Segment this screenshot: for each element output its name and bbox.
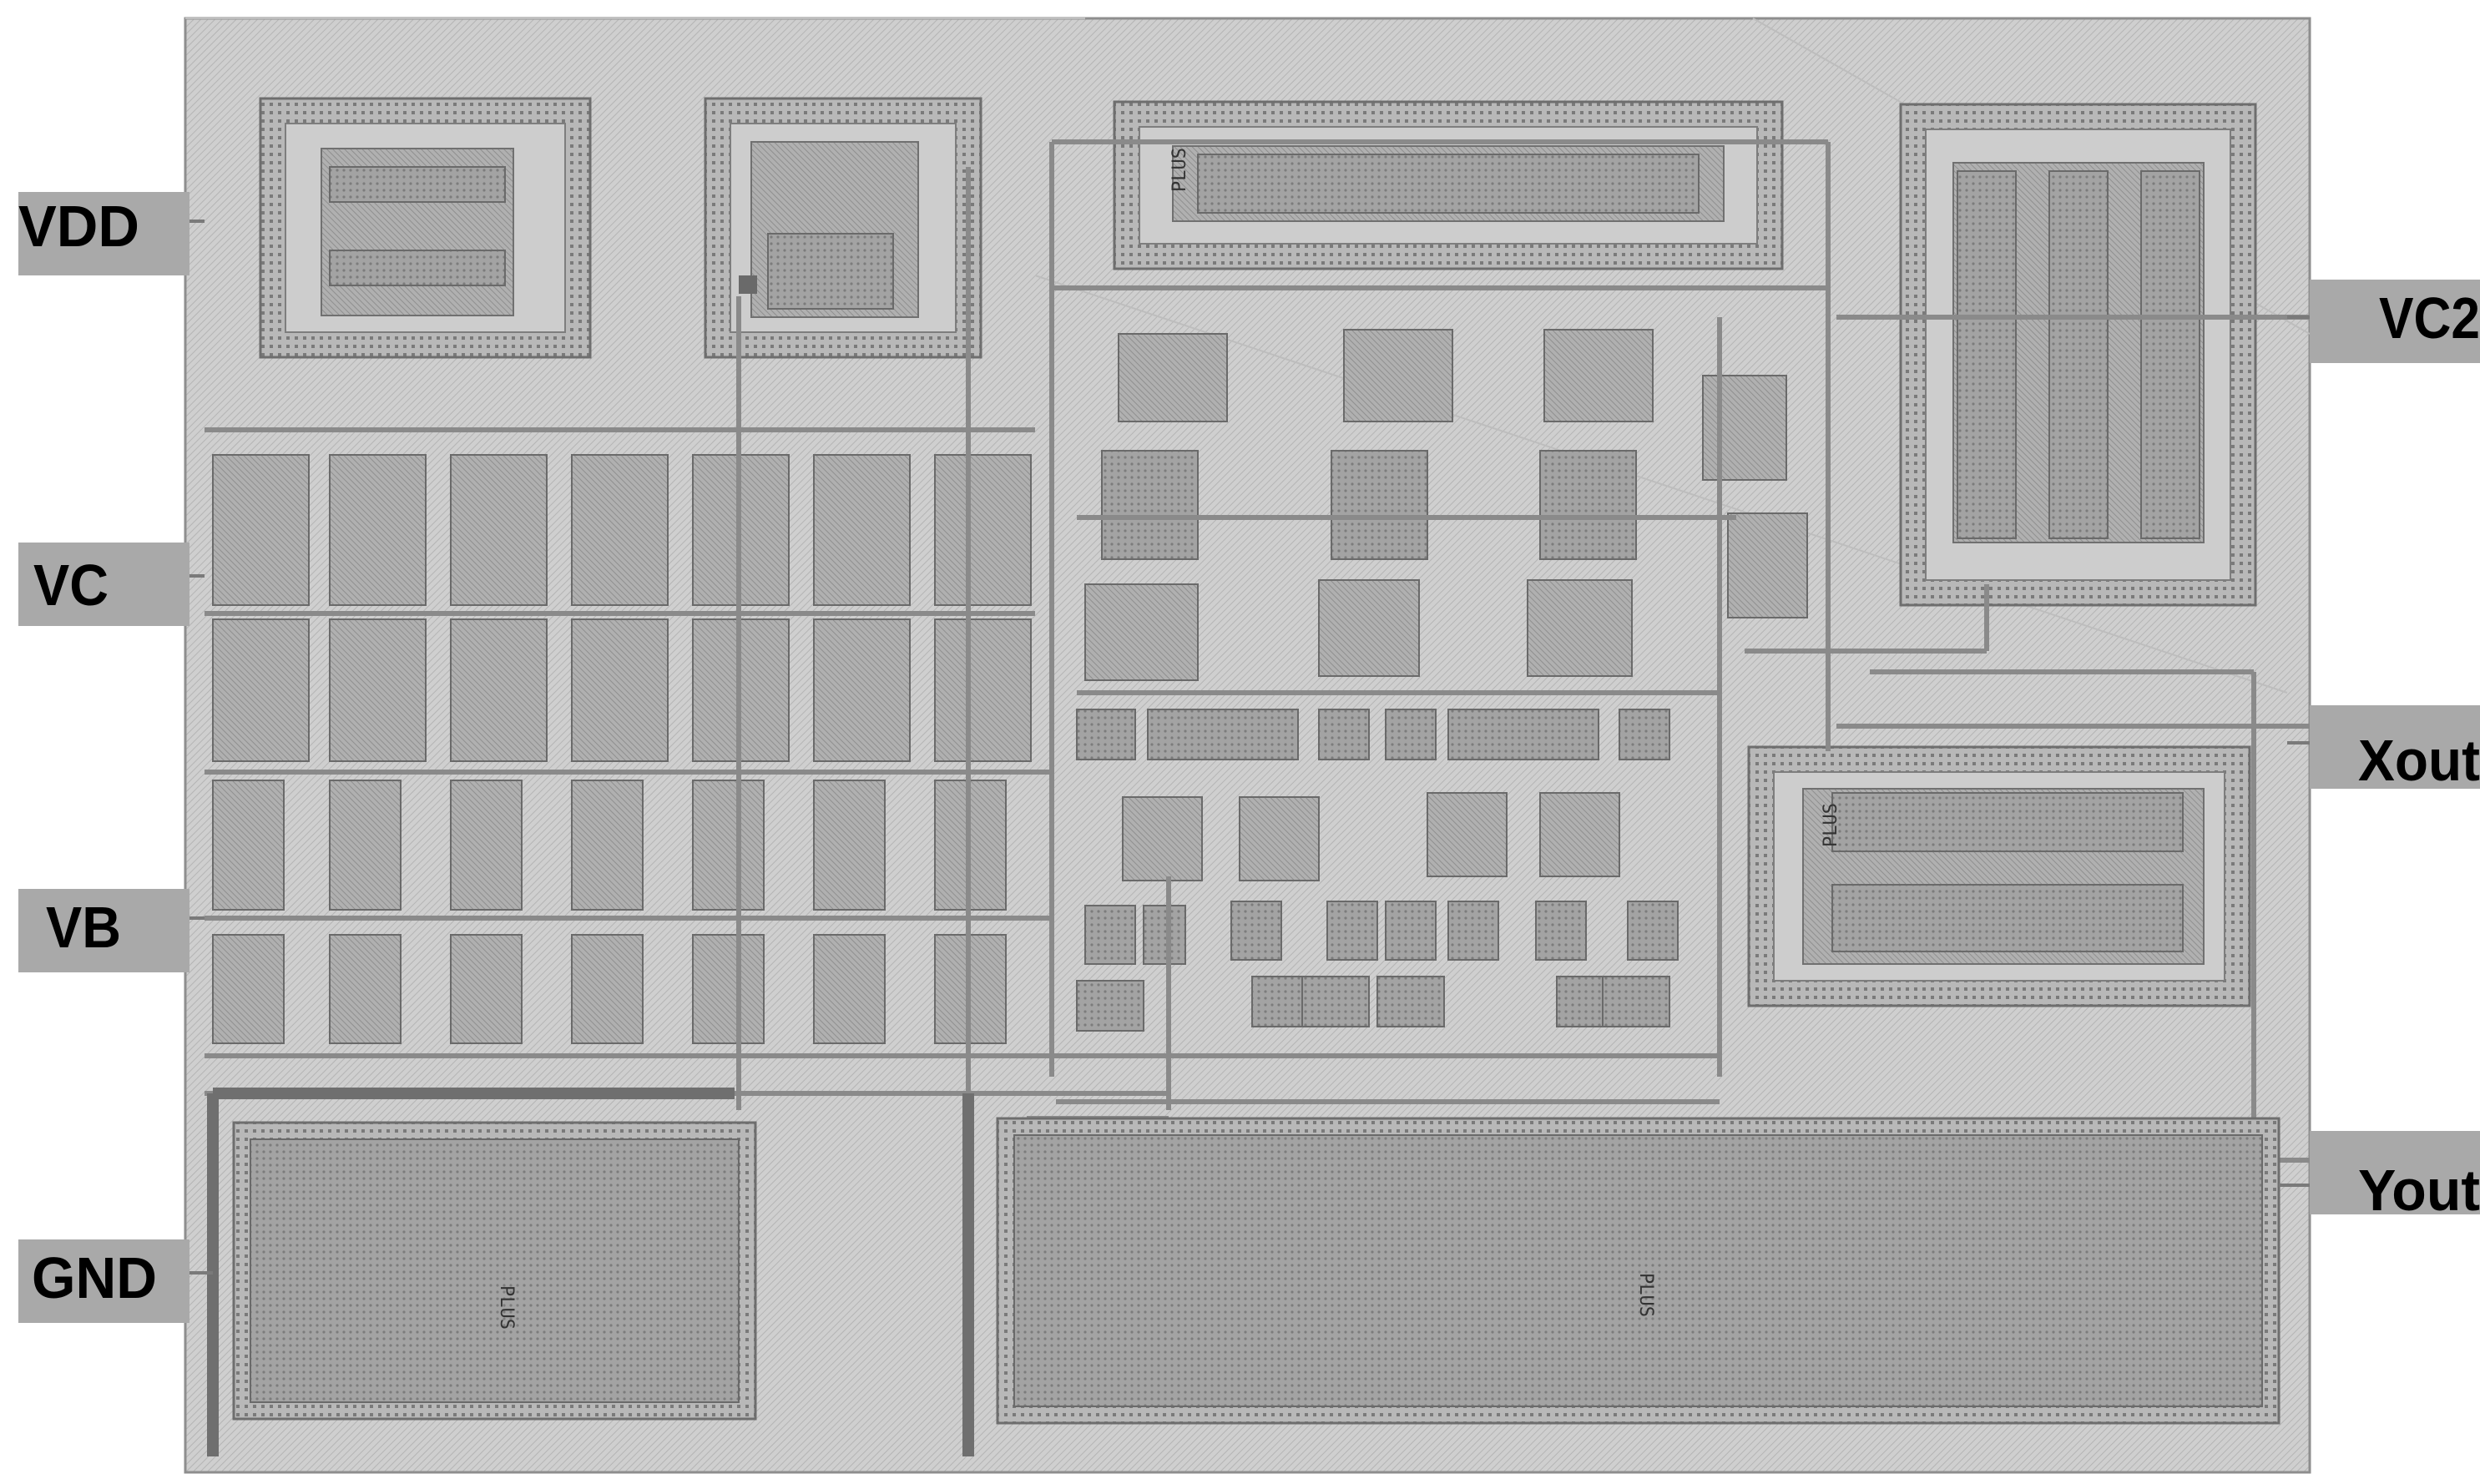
capacitor-left: PLUS [232,1121,757,1421]
guard-ring-block-2 [704,97,982,359]
res-right-label: PLUS [1821,803,1841,847]
cap-left-label: PLUS [496,1285,517,1330]
transistor-cluster-middle [1076,329,1808,1032]
pin-vc2: VC2 [2287,280,2480,363]
pin-vb-label: VB [46,895,121,960]
resistor-block-xout: PLUS [1747,745,2251,1007]
transistor-array-left [212,454,1032,1044]
pin-yout: Yout [2279,1131,2480,1223]
pin-vb: VB [18,889,205,972]
pin-vdd: VDD [18,192,205,275]
pin-yout-label: Yout [2358,1158,2480,1223]
pin-gnd-label: GND [32,1245,157,1310]
pin-vdd-label: VDD [18,194,139,259]
pin-xout: Xout [2287,705,2480,793]
cap-large-label: PLUS [1635,1273,1656,1317]
power-rails [207,1088,974,1456]
res-top-label: PLUS [1169,148,1190,192]
capacitor-large: PLUS [996,1117,2280,1425]
pin-vc: VC [18,543,205,626]
resistor-block-right [1899,103,2257,607]
pin-vc2-label: VC2 [2379,285,2480,351]
pin-vc-label: VC [33,553,109,618]
pin-xout-label: Xout [2358,728,2480,793]
guard-ring-block-1 [259,97,592,359]
pin-gnd: GND [18,1239,213,1323]
resistor-block-top: PLUS [1113,100,1784,270]
metal-routing [205,139,2310,1163]
